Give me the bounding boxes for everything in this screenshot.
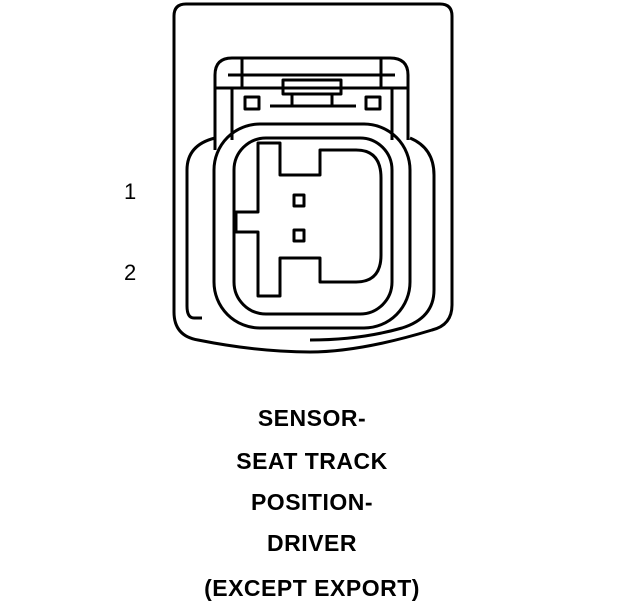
latch-square (364, 95, 382, 111)
housing-inner-outline (185, 136, 217, 320)
caption-line-4: DRIVER (267, 530, 357, 556)
locking-latch (213, 56, 410, 140)
caption-line-5: (EXCEPT EXPORT) (204, 575, 420, 601)
latch-square (243, 95, 261, 111)
terminal-cavity (234, 141, 383, 298)
connector-face-outer (212, 122, 412, 330)
caption-line-2: SEAT TRACK (236, 448, 388, 474)
connector-diagram (172, 2, 454, 354)
caption-line-1: SENSOR- (257, 405, 367, 431)
connector-face-inner (232, 136, 394, 316)
pin-label-1: 1 (124, 179, 137, 204)
pin-1-terminal (292, 193, 306, 208)
pin-label-2: 2 (124, 260, 137, 285)
connector-housing (172, 2, 454, 354)
pin-2-terminal (292, 228, 306, 243)
housing-inner-outline-right (309, 136, 436, 342)
caption-line-3: POSITION- (250, 489, 374, 515)
